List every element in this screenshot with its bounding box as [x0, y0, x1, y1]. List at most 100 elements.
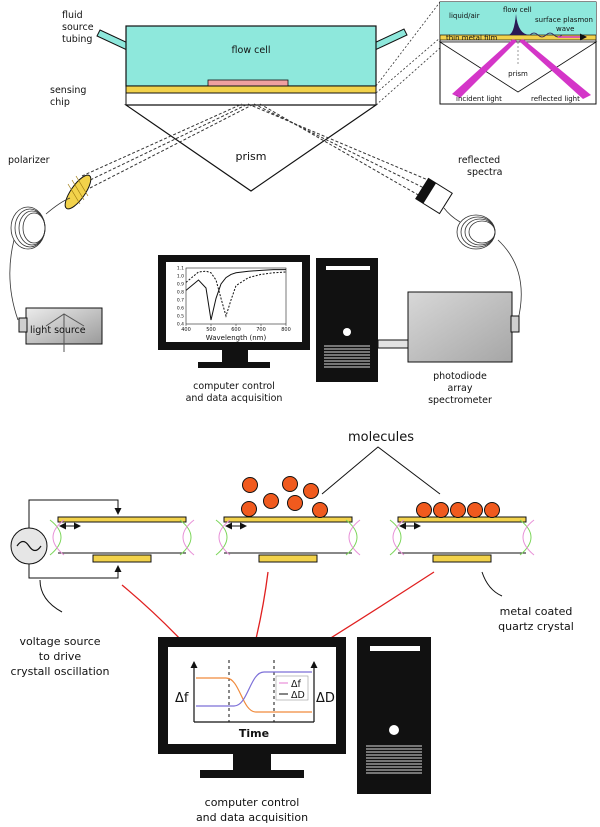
crystal-bottom-electrode	[92, 554, 152, 563]
inset-thin-metal-film: thin metal film	[446, 34, 497, 42]
series-dashed-line	[185, 270, 287, 318]
label-spectrometer-1: photodiode	[433, 371, 487, 382]
shear-wave-green-right	[519, 519, 532, 556]
lamp-icon	[45, 313, 85, 352]
qcm-legend	[275, 675, 309, 701]
ylabel-df: Δf	[175, 691, 189, 706]
dd-curve	[196, 671, 312, 707]
label-voltage-2: to drive	[39, 650, 82, 663]
qcm-tower-power-button	[389, 725, 399, 735]
label-crystal-2: quartz crystal	[498, 620, 574, 633]
inset-prism: prism	[508, 70, 528, 78]
ylabel-dd: ΔD	[316, 691, 335, 706]
adsorbed-molecules	[416, 502, 500, 518]
label-fluid-source-tubing-3: tubing	[62, 34, 92, 45]
computer-tower	[316, 258, 378, 382]
voltage-wire-top	[28, 499, 122, 528]
reflected-beam	[519, 39, 591, 99]
label-molecules: molecules	[348, 430, 414, 445]
quartz-crystal-3	[389, 516, 535, 563]
label-sensing-chip-2: chip	[50, 97, 70, 108]
spr-ytick-label: 0.5	[177, 314, 184, 320]
spr-ytick-label: 0.6	[177, 306, 184, 312]
label-voltage-3: crystall oscillation	[11, 665, 110, 678]
shear-wave-pink-right	[522, 519, 535, 556]
shear-wave-green-right	[345, 519, 358, 556]
light-beams	[81, 103, 429, 197]
polarizer	[64, 174, 92, 210]
crystal-bottom-electrode	[432, 554, 492, 563]
shear-wave-pink-right	[182, 519, 195, 556]
floating-molecules	[241, 476, 328, 518]
xlabel-time: Time	[239, 727, 269, 740]
inset-reflected-light: reflected light	[531, 95, 580, 103]
spr-xtick-label: 400	[181, 327, 191, 333]
crystal-top-electrode	[57, 516, 187, 523]
quartz-crystal-2	[215, 516, 361, 563]
label-spectrometer-3: spectrometer	[428, 395, 492, 406]
gold-film	[125, 85, 377, 94]
spr-xtick-label: 600	[231, 327, 241, 333]
tower-power-button	[343, 328, 351, 336]
spr-setup: fluid source tubing flow cell sensing ch…	[8, 1, 522, 406]
shear-wave-green-left	[49, 519, 62, 556]
inset-incident-light: incident light	[456, 95, 502, 103]
prism	[124, 104, 378, 192]
tower-drive-slot	[326, 266, 370, 270]
spr-xtick-label: 700	[256, 327, 266, 333]
shear-wave-pink-right	[348, 519, 361, 556]
right-fiber-coil	[443, 207, 522, 321]
inlet-tubing	[96, 29, 131, 51]
spr-ytick-label: 0.4	[177, 322, 184, 328]
inset-zoom-lines	[375, 1, 441, 106]
qcm-tower-vents	[366, 745, 422, 774]
inset-flow-cell: flow cell	[503, 6, 532, 14]
label-light-source: light source	[30, 325, 86, 336]
plasmon-wave	[529, 32, 563, 38]
spectrometer-cable	[377, 339, 409, 349]
left-fiber-coil	[9, 197, 71, 321]
qcm-monitor-base	[200, 770, 304, 778]
spr-xtick-label: 800	[281, 327, 291, 333]
label-computer-1: computer control	[193, 381, 275, 392]
monitor-base	[198, 362, 270, 368]
flow-cell	[125, 25, 377, 87]
label-spectrometer-2: array	[448, 383, 473, 394]
incident-beam	[452, 39, 517, 98]
inset-liquid-air: liquid/air	[449, 12, 480, 20]
plasmon-peak	[508, 14, 530, 35]
series-solid-line	[185, 269, 286, 321]
label-voltage-1: voltage source	[19, 635, 100, 648]
inset-wave: wave	[556, 25, 574, 33]
qcm-computer-tower	[357, 637, 431, 794]
monitor-screen	[166, 262, 302, 342]
polarizer-lines	[67, 175, 89, 205]
label-qcm-computer-1: computer control	[205, 796, 300, 809]
spr-ytick-label: 0.9	[177, 282, 184, 288]
spr-ytick-label: 1.1	[177, 266, 184, 272]
shear-wave-pink-left	[392, 519, 405, 556]
label-fluid-source-tubing-2: source	[62, 22, 94, 33]
outlet-tubing	[371, 28, 408, 51]
label-sensing-chip-1: sensing	[50, 85, 86, 96]
spr-xtick-label: 500	[206, 327, 216, 333]
label-polarizer: polarizer	[8, 155, 50, 166]
df-curve	[196, 677, 312, 713]
spr-ytick-label: 0.8	[177, 290, 184, 296]
crystal-top-electrode	[397, 516, 527, 523]
label-prism: prism	[235, 150, 266, 163]
label-crystal-1: metal coated	[500, 605, 573, 618]
qcm-monitor-neck	[233, 754, 271, 770]
crystal-top-electrode	[223, 516, 353, 523]
monitor-neck	[222, 350, 248, 362]
shear-wave-pink-left	[52, 519, 65, 556]
reflected-spectra-detector	[415, 177, 453, 215]
qcm-tower-drive-slot	[370, 646, 420, 651]
label-fluid-source-tubing-1: fluid	[62, 10, 83, 21]
sensing-chip	[125, 92, 377, 106]
shear-wave-pink-left	[218, 519, 231, 556]
shear-wave-green-left	[389, 519, 402, 556]
label-reflected-spectra-1: reflected	[458, 155, 500, 166]
